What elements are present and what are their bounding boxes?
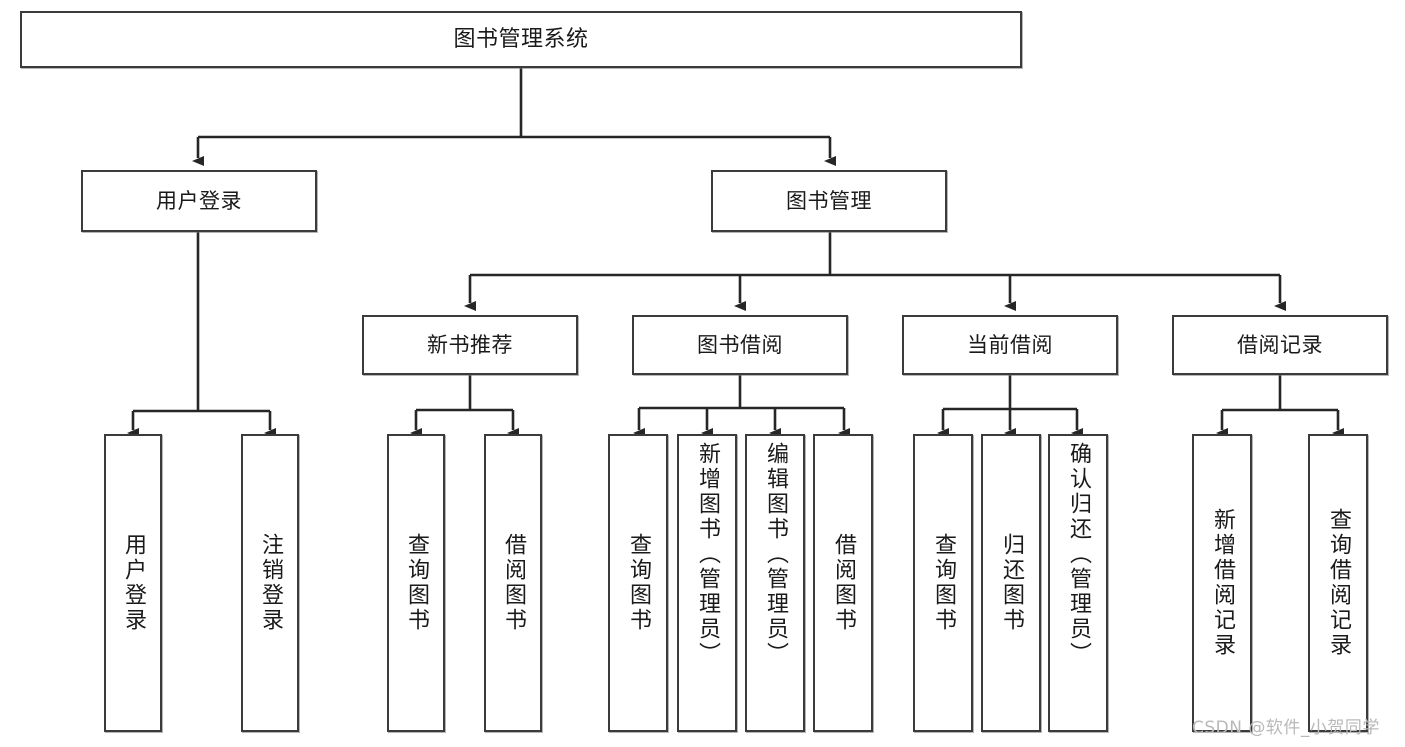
leaf-query-book-2-label: 查询图书 <box>626 533 651 633</box>
node-current-borrow-label: 当前借阅 <box>967 332 1053 357</box>
node-book-manage-label: 图书管理 <box>786 188 872 213</box>
leaf-edit-book[interactable]: 编辑图书（管理员） <box>745 434 805 732</box>
leaf-add-record-label: 新增借阅记录 <box>1210 508 1235 658</box>
leaf-borrow-book-2[interactable]: 借阅图书 <box>813 434 873 732</box>
leaf-user-logout-label: 注销登录 <box>258 533 283 633</box>
leaf-confirm-return[interactable]: 确认归还（管理员） <box>1048 434 1108 732</box>
node-new-book-rec-label: 新书推荐 <box>427 332 513 357</box>
leaf-query-book-2[interactable]: 查询图书 <box>608 434 668 732</box>
node-root[interactable]: 图书管理系统 <box>20 11 1022 68</box>
leaf-return-book[interactable]: 归还图书 <box>981 434 1041 732</box>
leaf-edit-book-label: 编辑图书（管理员） <box>763 442 788 667</box>
leaf-confirm-return-label: 确认归还（管理员） <box>1066 442 1091 667</box>
leaf-add-record[interactable]: 新增借阅记录 <box>1192 434 1252 732</box>
leaf-query-book-3[interactable]: 查询图书 <box>913 434 973 732</box>
leaf-query-book-3-label: 查询图书 <box>931 533 956 633</box>
leaf-user-login-label: 用户登录 <box>121 533 146 633</box>
leaf-return-book-label: 归还图书 <box>999 533 1024 633</box>
leaf-query-book-1-label: 查询图书 <box>404 533 429 633</box>
leaf-borrow-book-2-label: 借阅图书 <box>831 533 856 633</box>
leaf-user-login[interactable]: 用户登录 <box>104 434 162 732</box>
node-borrow-record[interactable]: 借阅记录 <box>1172 315 1388 375</box>
leaf-query-book-1[interactable]: 查询图书 <box>387 434 445 732</box>
leaf-query-record-label: 查询借阅记录 <box>1326 508 1351 658</box>
node-new-book-rec[interactable]: 新书推荐 <box>362 315 578 375</box>
leaf-borrow-book-1[interactable]: 借阅图书 <box>484 434 542 732</box>
node-root-label: 图书管理系统 <box>453 26 589 52</box>
node-book-manage[interactable]: 图书管理 <box>711 170 947 232</box>
leaf-borrow-book-1-label: 借阅图书 <box>501 533 526 633</box>
node-user-login-label: 用户登录 <box>156 188 242 213</box>
leaf-user-logout[interactable]: 注销登录 <box>241 434 299 732</box>
node-borrow-record-label: 借阅记录 <box>1237 332 1323 357</box>
leaf-query-record[interactable]: 查询借阅记录 <box>1308 434 1368 732</box>
node-book-borrow[interactable]: 图书借阅 <box>632 315 848 375</box>
node-user-login[interactable]: 用户登录 <box>81 170 317 232</box>
leaf-add-book-label: 新增图书（管理员） <box>695 442 720 667</box>
node-book-borrow-label: 图书借阅 <box>697 332 783 357</box>
watermark: CSDN @软件_小贺同学 <box>1192 718 1380 738</box>
node-current-borrow[interactable]: 当前借阅 <box>902 315 1118 375</box>
leaf-add-book[interactable]: 新增图书（管理员） <box>677 434 737 732</box>
